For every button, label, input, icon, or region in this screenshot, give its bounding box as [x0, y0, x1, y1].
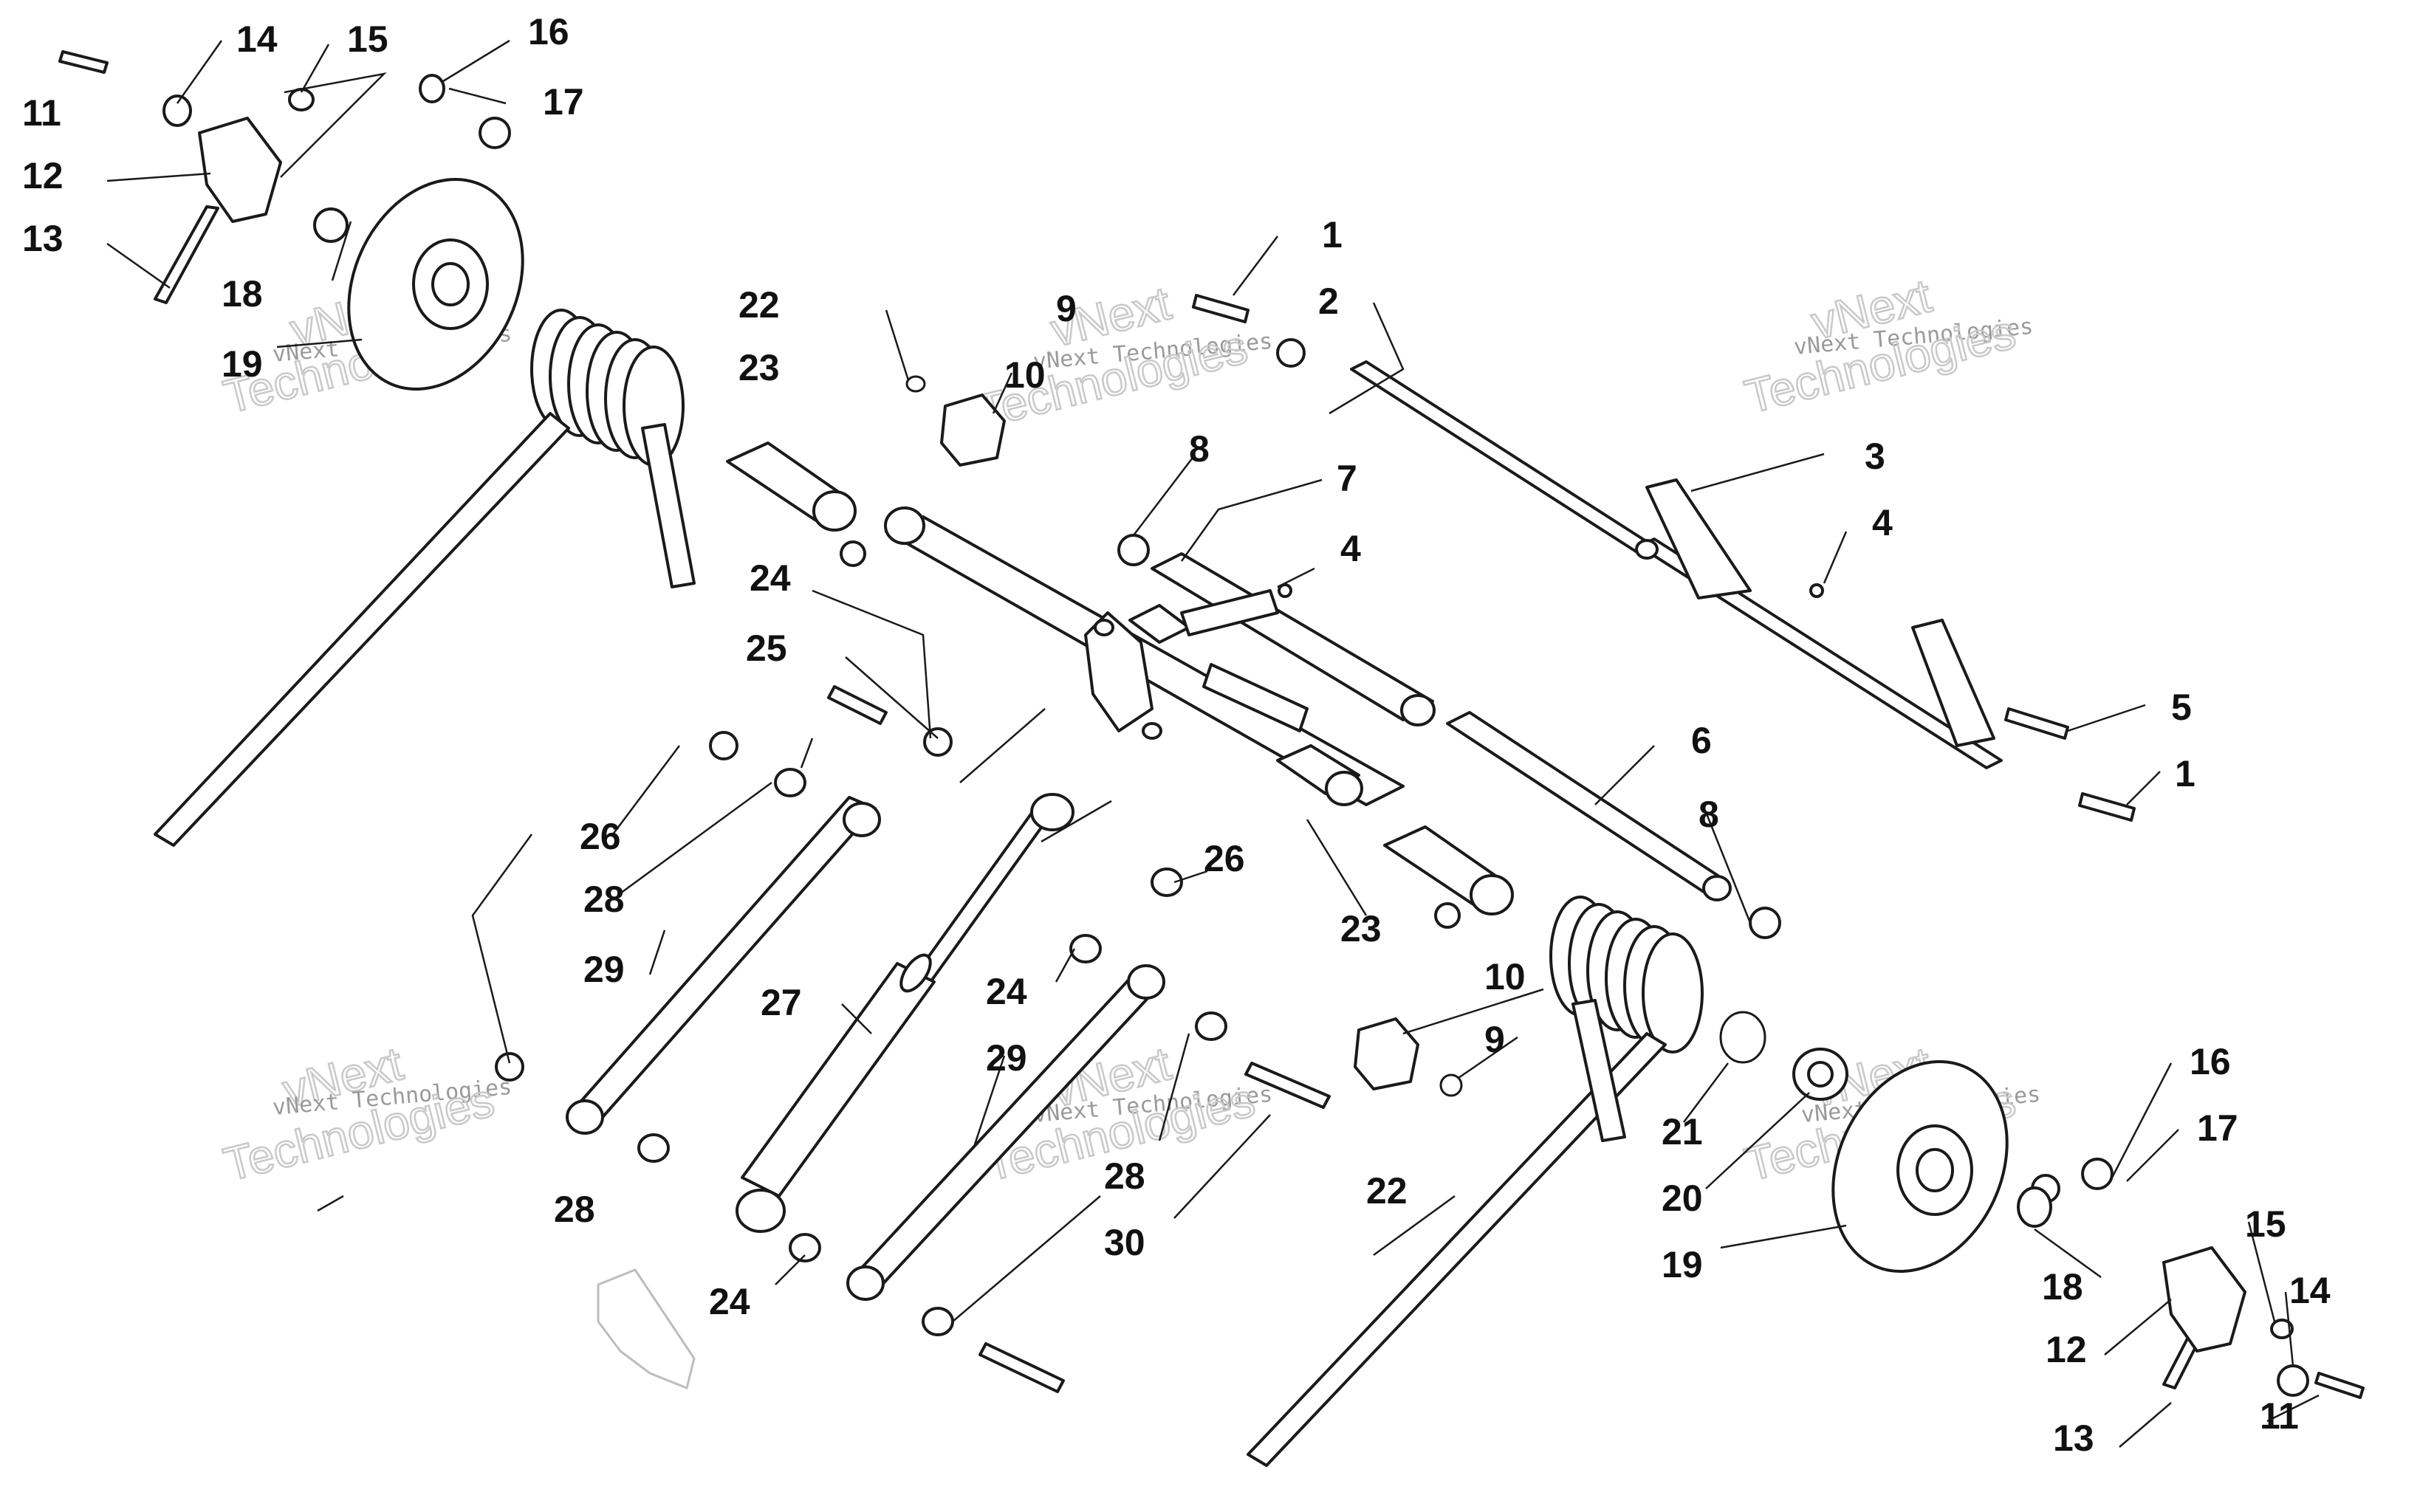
callout-28: 28 — [1104, 1155, 1145, 1197]
callout-26: 26 — [1204, 838, 1245, 879]
callout-18: 18 — [2042, 1266, 2083, 1307]
callout-13: 13 — [2053, 1418, 2094, 1459]
callout-29: 29 — [986, 1037, 1027, 1079]
link-arm-right — [846, 964, 1165, 1301]
callout-26: 26 — [580, 816, 621, 857]
callout-30: 30 — [1104, 1222, 1145, 1263]
callout-24: 24 — [709, 1281, 750, 1322]
bolt-13-left — [154, 205, 219, 304]
spacer-upper — [726, 441, 857, 532]
chassis-bracket-ghost — [597, 1268, 696, 1390]
bolt-30-upper — [1244, 1062, 1331, 1109]
leader-lines — [106, 39, 2320, 1448]
link-arm-left — [566, 796, 881, 1135]
callout-20: 20 — [1662, 1178, 1703, 1219]
callout-12: 12 — [2046, 1329, 2087, 1370]
spring-left — [154, 309, 696, 847]
callout-15: 15 — [347, 18, 388, 60]
callout-4: 4 — [1872, 502, 1893, 543]
watermark-top-center: vNext vNext Technologies Technologies — [971, 275, 1274, 439]
spacer-lower — [1383, 825, 1514, 915]
rear-bracket-upper — [1645, 478, 1995, 747]
callout-12: 12 — [22, 155, 64, 196]
callout-17: 17 — [543, 81, 584, 123]
callout-28: 28 — [583, 879, 625, 920]
callout-28: 28 — [554, 1189, 595, 1230]
idler-wheel-left — [347, 178, 524, 391]
bolt-25 — [827, 685, 888, 725]
callout-6: 6 — [1691, 720, 1712, 761]
callout-21: 21 — [1662, 1111, 1703, 1152]
shock-absorber — [736, 793, 1074, 1233]
bolt-11-left — [58, 50, 109, 74]
idler-wheel-right — [1831, 1060, 2009, 1273]
callout-18: 18 — [222, 273, 263, 315]
bolt-5 — [2004, 707, 2069, 740]
callout-24: 24 — [986, 971, 1027, 1012]
callout-29: 29 — [583, 949, 625, 990]
callout-19: 19 — [1662, 1244, 1703, 1285]
pivot-block-right — [2162, 1246, 2246, 1353]
callout-4: 4 — [1340, 528, 1361, 569]
callout-11: 11 — [22, 92, 61, 134]
callout-8: 8 — [1189, 428, 1210, 470]
bolt-1-upper — [1192, 294, 1250, 323]
bolt-30-lower — [978, 1342, 1065, 1393]
callout-9: 9 — [1484, 1019, 1505, 1060]
callout-22: 22 — [1366, 1170, 1408, 1212]
watermark-top-right: vNext vNext Technologies Technologies — [1739, 268, 2035, 425]
bushing-upper — [940, 394, 1006, 467]
callout-8: 8 — [1699, 794, 1719, 835]
bushing-lower — [1354, 1017, 1419, 1090]
callout-10: 10 — [1004, 354, 1046, 396]
bolt-11-right — [2314, 1372, 2365, 1399]
callout-5: 5 — [2171, 687, 2192, 728]
upper-rod — [1350, 360, 2003, 769]
bolt-1-lower — [2078, 792, 2136, 822]
callout-16: 16 — [2190, 1041, 2231, 1082]
callout-16: 16 — [528, 11, 569, 52]
callout-11: 11 — [2260, 1395, 2299, 1437]
callout-17: 17 — [2197, 1107, 2238, 1149]
callout-9: 9 — [1056, 288, 1077, 329]
callout-2: 2 — [1318, 281, 1339, 322]
callout-14: 14 — [236, 18, 278, 60]
callout-labels: 1 1 2 3 4 4 5 6 7 8 8 9 9 10 10 11 11 12… — [22, 11, 2331, 1459]
callout-27: 27 — [761, 982, 802, 1023]
callout-19: 19 — [222, 343, 263, 385]
callout-7: 7 — [1337, 458, 1357, 499]
callout-23: 23 — [738, 347, 780, 388]
callout-1: 1 — [1322, 214, 1343, 255]
callout-25: 25 — [746, 628, 787, 669]
callout-13: 13 — [22, 218, 64, 259]
callout-23: 23 — [1340, 908, 1382, 949]
front-arm — [1084, 552, 1436, 740]
callout-14: 14 — [2289, 1270, 2331, 1311]
callout-1: 1 — [2175, 753, 2196, 794]
watermark-bottom-left: vNext vNext Technologies Technologies — [218, 1036, 513, 1192]
pivot-block-left — [198, 117, 282, 223]
callout-24: 24 — [750, 557, 791, 599]
spring-right — [1247, 896, 1704, 1467]
small-parts — [162, 74, 2309, 1397]
callout-3: 3 — [1865, 436, 1885, 477]
callout-15: 15 — [2245, 1203, 2286, 1245]
callout-10: 10 — [1484, 956, 1526, 997]
callout-22: 22 — [738, 284, 780, 326]
cross-shaft — [1446, 711, 1732, 901]
